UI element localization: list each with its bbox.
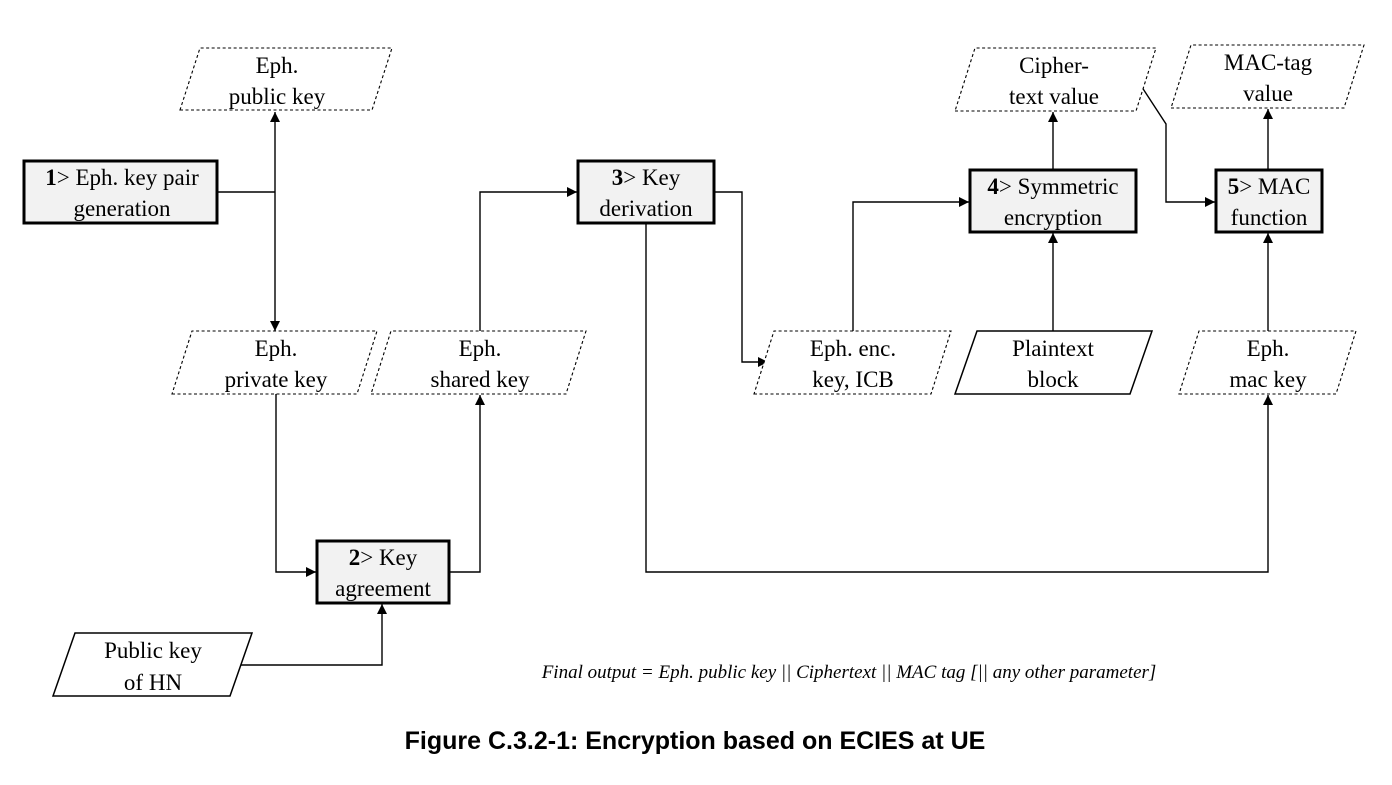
eph-mac-key-line2: mac key [1229, 367, 1307, 392]
process-1-key-pair-generation: 1> Eph. key pair generation [22, 159, 219, 225]
process-3-key-derivation: 3> Key derivation [576, 159, 716, 225]
public-key-hn-line2: of HN [124, 670, 183, 695]
svg-text:5> MAC: 5> MAC [1228, 174, 1311, 199]
public-key-hn-line1: Public key [104, 638, 202, 663]
connector-ciphertext-to-p5 [1135, 77, 1215, 207]
process-5-mac-function: 5> MAC function [1214, 168, 1324, 234]
connector-p2-to-shared-key [449, 395, 485, 573]
eph-enc-key-line2: key, ICB [812, 367, 894, 392]
connectors [217, 77, 1273, 666]
plaintext-block-shape [953, 330, 1154, 395]
process-3-line1: > Key [623, 165, 681, 190]
data-eph-public-key: Eph. public key [179, 47, 393, 111]
process-4-line1: > Symmetric [999, 174, 1119, 199]
svg-text:1> Eph. key pair: 1> Eph. key pair [45, 165, 199, 190]
connector-p3-to-mac-key [645, 224, 1273, 573]
data-mac-tag-value: MAC-tag value [1170, 44, 1365, 109]
final-output-note: Final output = Eph. public key || Cipher… [541, 662, 1157, 683]
process-5-line2: function [1231, 205, 1308, 230]
process-4-number: 4 [987, 174, 999, 199]
process-3-number: 3 [612, 165, 624, 190]
eph-private-key-line2: private key [225, 367, 328, 392]
process-1-line1: > Eph. key pair [57, 165, 199, 190]
data-eph-shared-key: Eph. shared key [370, 330, 587, 395]
process-4-symmetric-encryption: 4> Symmetric encryption [968, 168, 1138, 234]
data-eph-private-key: Eph. private key [171, 330, 378, 395]
eph-public-key-line2: public key [229, 84, 326, 109]
data-ciphertext-value: Cipher- text value [954, 47, 1157, 112]
connector-p3-to-enc-key [714, 191, 768, 367]
connector-enc-key-to-p4 [852, 197, 969, 331]
data-eph-enc-key: Eph. enc. key, ICB [753, 330, 952, 395]
process-2-line1: > Key [360, 545, 418, 570]
connector-shared-key-to-p3 [479, 187, 577, 331]
eph-enc-key-line1: Eph. enc. [810, 336, 896, 361]
process-3-line2: derivation [599, 196, 693, 221]
eph-public-key-line1: Eph. [256, 53, 299, 78]
plaintext-block-line1: Plaintext [1012, 336, 1094, 361]
data-eph-mac-key: Eph. mac key [1178, 330, 1357, 395]
process-1-line2: generation [73, 196, 171, 221]
data-public-key-hn: Public key of HN [51, 632, 254, 697]
plaintext-block-line2: block [1027, 367, 1079, 392]
process-2-number: 2 [349, 545, 361, 570]
svg-text:4> Symmetric: 4> Symmetric [987, 174, 1118, 199]
figure-caption: Figure C.3.2-1: Encryption based on ECIE… [405, 727, 986, 755]
process-4-line2: encryption [1004, 205, 1103, 230]
process-5-number: 5 [1228, 174, 1240, 199]
svg-text:3> Key: 3> Key [612, 165, 681, 190]
connector-hn-key-to-p2 [240, 604, 387, 666]
ciphertext-value-line2: text value [1009, 84, 1099, 109]
eph-private-key-line1: Eph. [255, 336, 298, 361]
process-2-key-agreement: 2> Key agreement [315, 539, 451, 605]
mac-tag-value-line2: value [1243, 81, 1293, 106]
eph-mac-key-line1: Eph. [1247, 336, 1290, 361]
connector-private-key-to-p2 [275, 394, 316, 577]
eph-shared-key-line1: Eph. [459, 336, 502, 361]
svg-text:2> Key: 2> Key [349, 545, 418, 570]
process-5-line1: > MAC [1239, 174, 1310, 199]
process-1-number: 1 [45, 165, 57, 190]
mac-tag-value-line1: MAC-tag [1224, 50, 1313, 75]
data-plaintext-block: Plaintext block [953, 330, 1154, 395]
ciphertext-value-line1: Cipher- [1019, 53, 1089, 78]
process-2-line2: agreement [335, 576, 431, 601]
eph-shared-key-line2: shared key [431, 367, 530, 392]
